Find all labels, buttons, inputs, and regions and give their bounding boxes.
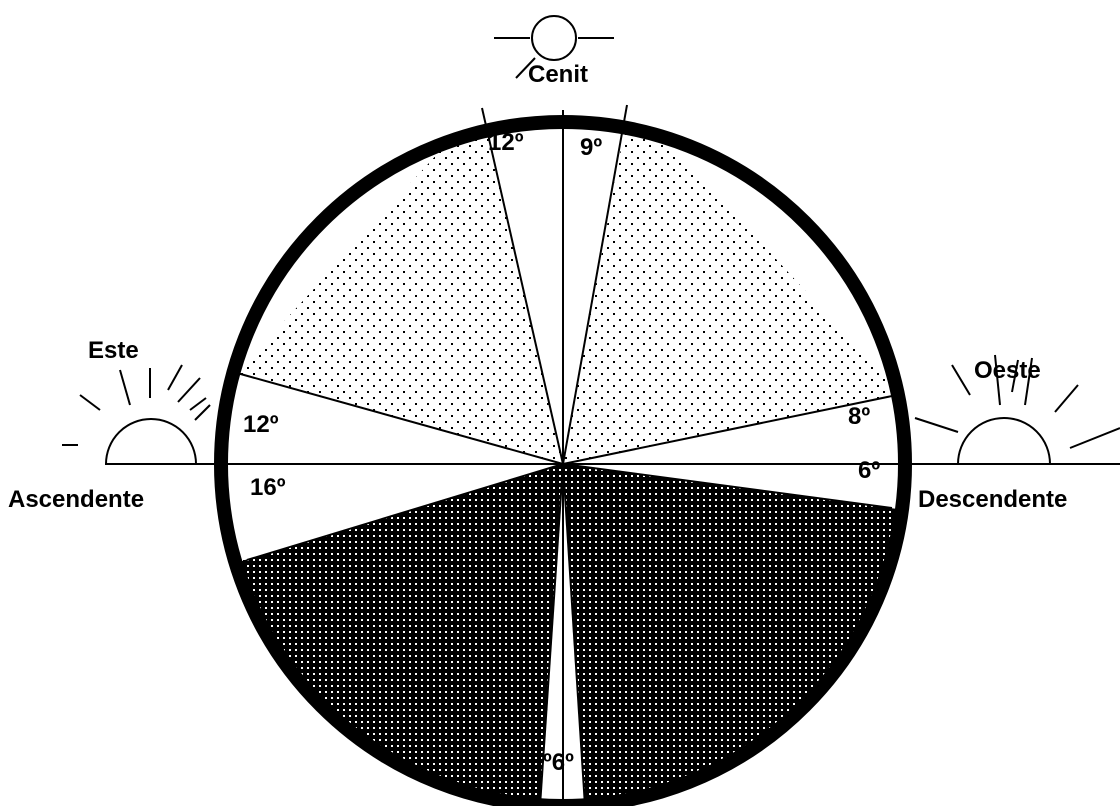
sky-circle (214, 115, 912, 806)
zenith-sun-icon (494, 15, 614, 79)
angle-top-left: 12º (488, 129, 524, 156)
rising-sun-icon (62, 364, 211, 465)
angle-right-lower: 6º (858, 457, 880, 484)
descendant-label: Descendente (918, 486, 1067, 513)
angle-right-upper: 8º (848, 403, 870, 430)
upper-left-dotted-sector (237, 122, 563, 464)
angle-left-upper: 12º (243, 411, 279, 438)
sector-boundary-lines (236, 104, 898, 806)
setting-sun-icon (914, 354, 1120, 465)
zenith-label: Cenit (528, 61, 588, 88)
upper-right-dotted-sector (563, 122, 900, 464)
west-label: Oeste (974, 357, 1041, 384)
angle-top-right: 9º (580, 134, 602, 161)
angle-bottom: º6º (543, 749, 574, 776)
east-label: Este (88, 337, 139, 364)
angle-left-lower: 16º (250, 474, 286, 501)
ascendant-label: Ascendente (8, 486, 144, 513)
